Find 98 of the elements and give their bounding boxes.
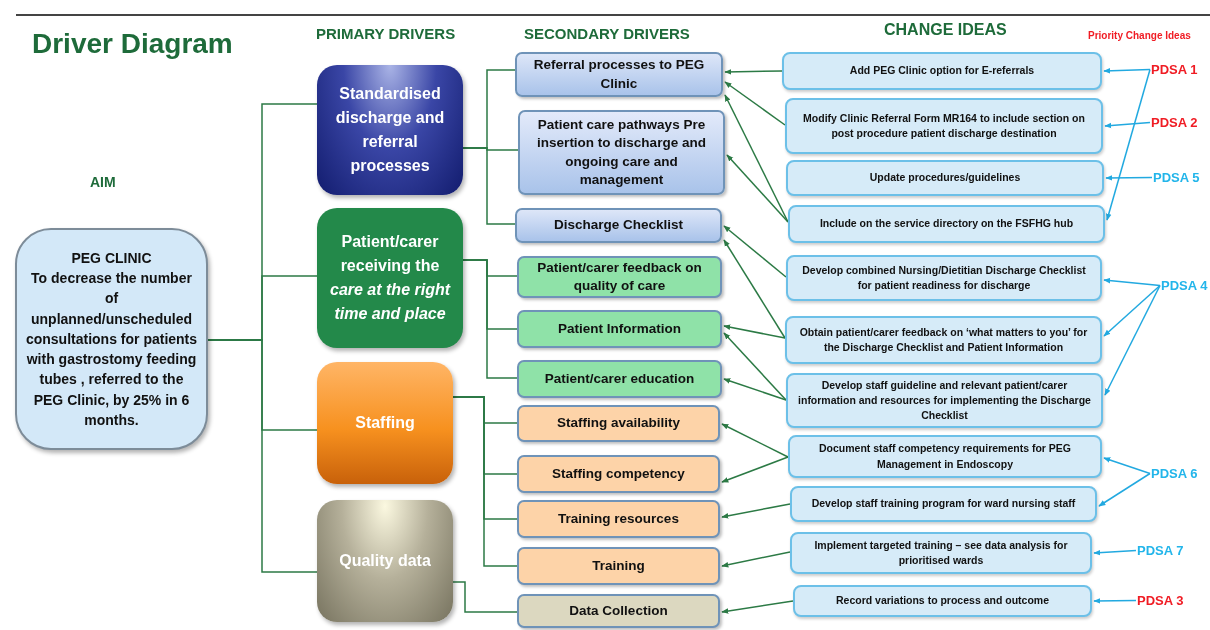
diagram-title: Driver Diagram [32, 28, 233, 60]
column-heading: SECONDARY DRIVERS [524, 25, 690, 42]
primary-driver-box [317, 362, 453, 484]
node-text: Patient/carer feedback on quality of care [536, 258, 703, 295]
change-idea-box [793, 585, 1092, 617]
secondary-driver-box [515, 208, 722, 243]
change-idea-box [790, 532, 1092, 574]
arrow [721, 600, 794, 614]
arrow [1103, 277, 1161, 287]
secondary-driver-box [517, 547, 720, 585]
node-text: Add PEG Clinic option for E-referrals [849, 63, 1035, 79]
node-text: Patient Information [558, 319, 681, 338]
primary-driver-box [317, 500, 453, 622]
section-heading: AIM [90, 174, 116, 190]
arrow [721, 423, 789, 458]
secondary-driver-box [515, 52, 723, 97]
node-text: Record variations to process and outcome [836, 593, 1049, 609]
aim-box [15, 228, 208, 450]
node-text: Staffing availability [557, 414, 680, 433]
pdsa-label: PDSA 4 [1160, 278, 1209, 293]
change-idea-box [785, 316, 1102, 364]
secondary-driver-box [517, 455, 720, 493]
connector-line [452, 581, 518, 613]
column-heading: PRIMARY DRIVERS [316, 25, 456, 42]
change-idea-box [782, 52, 1102, 90]
node-text: Quality data [339, 551, 431, 571]
node-text: Modify Clinic Referral Form MR164 to include section on post procedure patient discharge destination [802, 110, 1086, 141]
change-idea-box [786, 160, 1104, 196]
pdsa-label: PDSA 3 [1136, 593, 1185, 608]
node-text: Document staff competency requirements for PEG Management in Endoscopy [817, 441, 1073, 472]
arrow [1098, 472, 1151, 507]
connector-line [207, 339, 318, 573]
connector-line [462, 147, 516, 225]
node-text: Referral processes to PEG Clinic [532, 56, 706, 93]
change-idea-box [790, 486, 1097, 522]
connector-line [452, 396, 518, 567]
primary-driver-box [317, 208, 463, 348]
arrow [721, 456, 789, 483]
arrow [723, 239, 786, 339]
node-text: Standardised discharge and referral processes [334, 84, 446, 176]
arrow [726, 154, 789, 223]
aim-text: To decrease the number of unplanned/unscheduled consultations for patients with gastrostomy feeding tubes , referred to the PEG Clinic, by 25% in 6 months. [25, 268, 198, 431]
node-text: Update procedures/guidelines [869, 170, 1021, 186]
change-idea-box [788, 435, 1102, 478]
column-heading: CHANGE IDEAS [884, 21, 1007, 39]
arrow [724, 81, 786, 126]
arrow [723, 378, 787, 401]
node-text: Staffing [355, 413, 415, 433]
node-text: Include on the service directory on the FSFHG hub [819, 216, 1074, 232]
secondary-driver-box [517, 405, 720, 442]
node-text: Staffing competency [552, 464, 685, 483]
change-idea-box [786, 255, 1102, 301]
node-text: Develop combined Nursing/Dietitian Discharge Checklist for patient readiness for discharge [801, 262, 1087, 293]
arrow [1106, 68, 1151, 221]
arrow [1103, 68, 1151, 74]
node-text: Patient/carer receiving the care at the right time and place [329, 232, 452, 324]
arrow [724, 69, 783, 75]
change-idea-box [788, 205, 1105, 243]
arrow [1105, 175, 1153, 181]
primary-driver-box [317, 65, 463, 195]
secondary-driver-box [518, 110, 725, 195]
pdsa-label: PDSA 7 [1136, 543, 1185, 558]
node-text: Training resources [558, 509, 679, 528]
node-text: Patient care pathways Pre insertion to discharge and ongoing care and management [536, 116, 707, 189]
change-idea-box [786, 373, 1103, 428]
pdsa-label: PDSA 6 [1150, 466, 1199, 481]
arrow [1093, 549, 1137, 556]
arrow [723, 332, 787, 401]
node-text: Discharge Checklist [553, 216, 684, 235]
arrow [1104, 121, 1151, 129]
secondary-driver-box [517, 500, 720, 538]
node-text: Training [592, 556, 645, 575]
aim-heading: PEG CLINIC [71, 248, 152, 268]
node-text: Obtain patient/carer feedback on ‘what matters to you’ for the Discharge Checklist and Patient Information [798, 324, 1089, 355]
node-text: Develop staff guideline and relevant patient/carer information and resources for implementing the Discharge Checklist [797, 377, 1092, 424]
pdsa-label: PDSA 5 [1152, 170, 1201, 185]
legend-note: Priority Change Ideas [1088, 30, 1191, 41]
arrow [721, 551, 791, 568]
node-text: Patient/carer education [544, 369, 695, 388]
secondary-driver-box [517, 594, 720, 628]
arrow [1104, 284, 1161, 396]
change-idea-box [785, 98, 1103, 154]
arrow [1093, 598, 1137, 604]
secondary-driver-box [517, 360, 722, 398]
arrow [723, 225, 787, 278]
arrow [724, 94, 789, 223]
secondary-driver-box [517, 310, 722, 348]
arrow [721, 503, 791, 519]
arrow [1103, 284, 1161, 337]
node-text: Data Collection [569, 601, 668, 620]
pdsa-label: PDSA 2 [1150, 115, 1199, 130]
secondary-driver-box [517, 256, 722, 298]
arrow [723, 324, 786, 339]
arrow [1103, 457, 1151, 475]
connector-line [462, 259, 518, 379]
node-text: Develop staff training program for ward nursing staff [811, 496, 1076, 512]
pdsa-label: PDSA 1 [1150, 62, 1199, 77]
node-text: Implement targeted training – see data analysis for prioritised wards [813, 537, 1069, 568]
